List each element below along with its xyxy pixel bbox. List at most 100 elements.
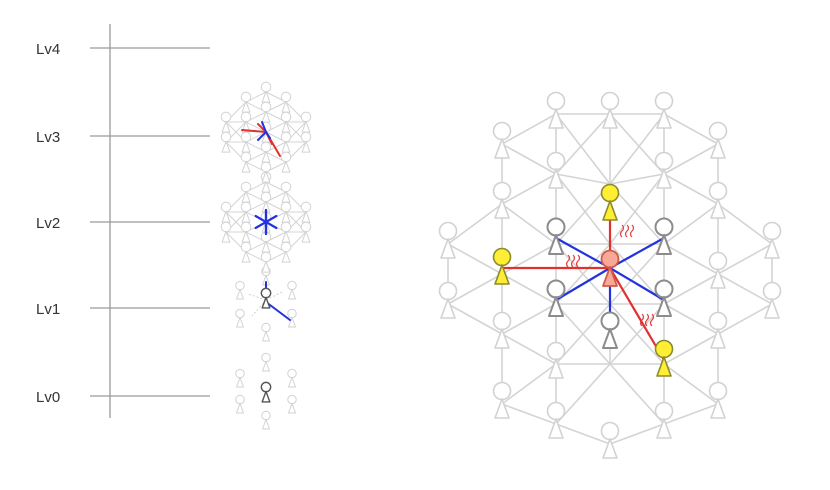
person-head [300, 111, 312, 123]
person-body [548, 418, 564, 439]
lattice-edge [555, 113, 611, 185]
person-head [280, 201, 292, 213]
lattice-edge [501, 203, 557, 245]
person-head [654, 217, 674, 237]
person-body [548, 168, 564, 189]
person-body [602, 108, 618, 129]
person-head [240, 181, 252, 193]
person-body [221, 120, 231, 133]
person-body [548, 234, 564, 255]
lattice-edge [501, 173, 557, 205]
person-body [288, 289, 296, 300]
person-head [300, 201, 312, 213]
person-head [546, 401, 566, 421]
person-body [261, 170, 271, 183]
person-body [281, 250, 291, 263]
lattice-edge [609, 173, 665, 185]
active-person-node [492, 247, 512, 285]
mini-person-node [240, 221, 252, 243]
person-head [280, 91, 292, 103]
person-body [494, 198, 510, 219]
network-detail [438, 91, 782, 459]
level-row-4: Lv4 [36, 41, 210, 58]
lattice-edge [501, 303, 557, 335]
mini-person-node [300, 201, 312, 223]
person-head [708, 311, 728, 331]
neighbor-person-node [546, 279, 566, 317]
person-body [656, 356, 672, 377]
person-head [235, 308, 245, 319]
blue-edge [254, 220, 268, 230]
person-head [600, 421, 620, 441]
blue-edge [264, 220, 278, 230]
person-head [438, 221, 458, 241]
mini-person-node [220, 221, 232, 243]
faded-person-node [546, 91, 566, 129]
person-head [600, 91, 620, 111]
mini-person-node [287, 308, 297, 328]
mini-person-node [240, 241, 252, 263]
person-head [654, 279, 674, 299]
mini-person-node [240, 181, 252, 203]
mini-person-node [287, 394, 297, 414]
blue-edge [265, 301, 291, 321]
focus-person-node [260, 381, 272, 403]
person-body [710, 328, 726, 349]
person-head [220, 221, 232, 233]
mini-person-node [235, 308, 245, 328]
person-body [262, 361, 270, 372]
person-body [656, 418, 672, 439]
mini-person-node [287, 368, 297, 388]
heat-wave-icon [565, 254, 581, 268]
mini-person-node [235, 368, 245, 388]
person-head [546, 151, 566, 171]
person-head [762, 281, 782, 301]
person-body [301, 120, 311, 133]
person-head [240, 241, 252, 253]
blue-edge [608, 236, 666, 270]
person-body [440, 238, 456, 259]
faded-person-node [654, 401, 674, 439]
mini-person-node [280, 111, 292, 133]
person-body [261, 260, 271, 273]
mini-network-lv1 [235, 266, 297, 342]
lattice-edge [555, 173, 611, 185]
neighbor-person-node [600, 311, 620, 349]
level-label: Lv4 [36, 41, 60, 58]
wave-stroke [624, 224, 630, 238]
person-body [236, 377, 244, 388]
person-body [494, 138, 510, 159]
person-body [602, 328, 618, 349]
lattice-edge [663, 243, 719, 275]
person-body [301, 210, 311, 223]
lattice-edge [501, 363, 557, 405]
mini-network-lv2 [220, 171, 312, 273]
person-head [492, 381, 512, 401]
mini-person-node [300, 221, 312, 243]
faded-person-node [600, 421, 620, 459]
faded-person-node [546, 151, 566, 189]
lattice-edge [501, 333, 557, 365]
person-head [287, 394, 297, 405]
person-head [220, 201, 232, 213]
mini-person-node [280, 181, 292, 203]
person-head [235, 394, 245, 405]
faded-person-node [762, 281, 782, 319]
lattice-edge [555, 363, 611, 425]
person-head [235, 368, 245, 379]
mini-person-node [240, 131, 252, 153]
person-body [656, 234, 672, 255]
lattice-edge [447, 273, 503, 305]
wave-stroke [644, 313, 650, 327]
person-body [710, 398, 726, 419]
lattice-edge [447, 243, 503, 275]
person-head [492, 247, 512, 267]
lattice-edge [663, 143, 719, 175]
lattice-edge [717, 243, 773, 275]
person-head [280, 241, 292, 253]
person-head [546, 341, 566, 361]
level-label: Lv3 [36, 129, 60, 146]
mini-person-node [261, 410, 271, 430]
wave-stroke [639, 313, 645, 327]
person-head [261, 322, 271, 333]
